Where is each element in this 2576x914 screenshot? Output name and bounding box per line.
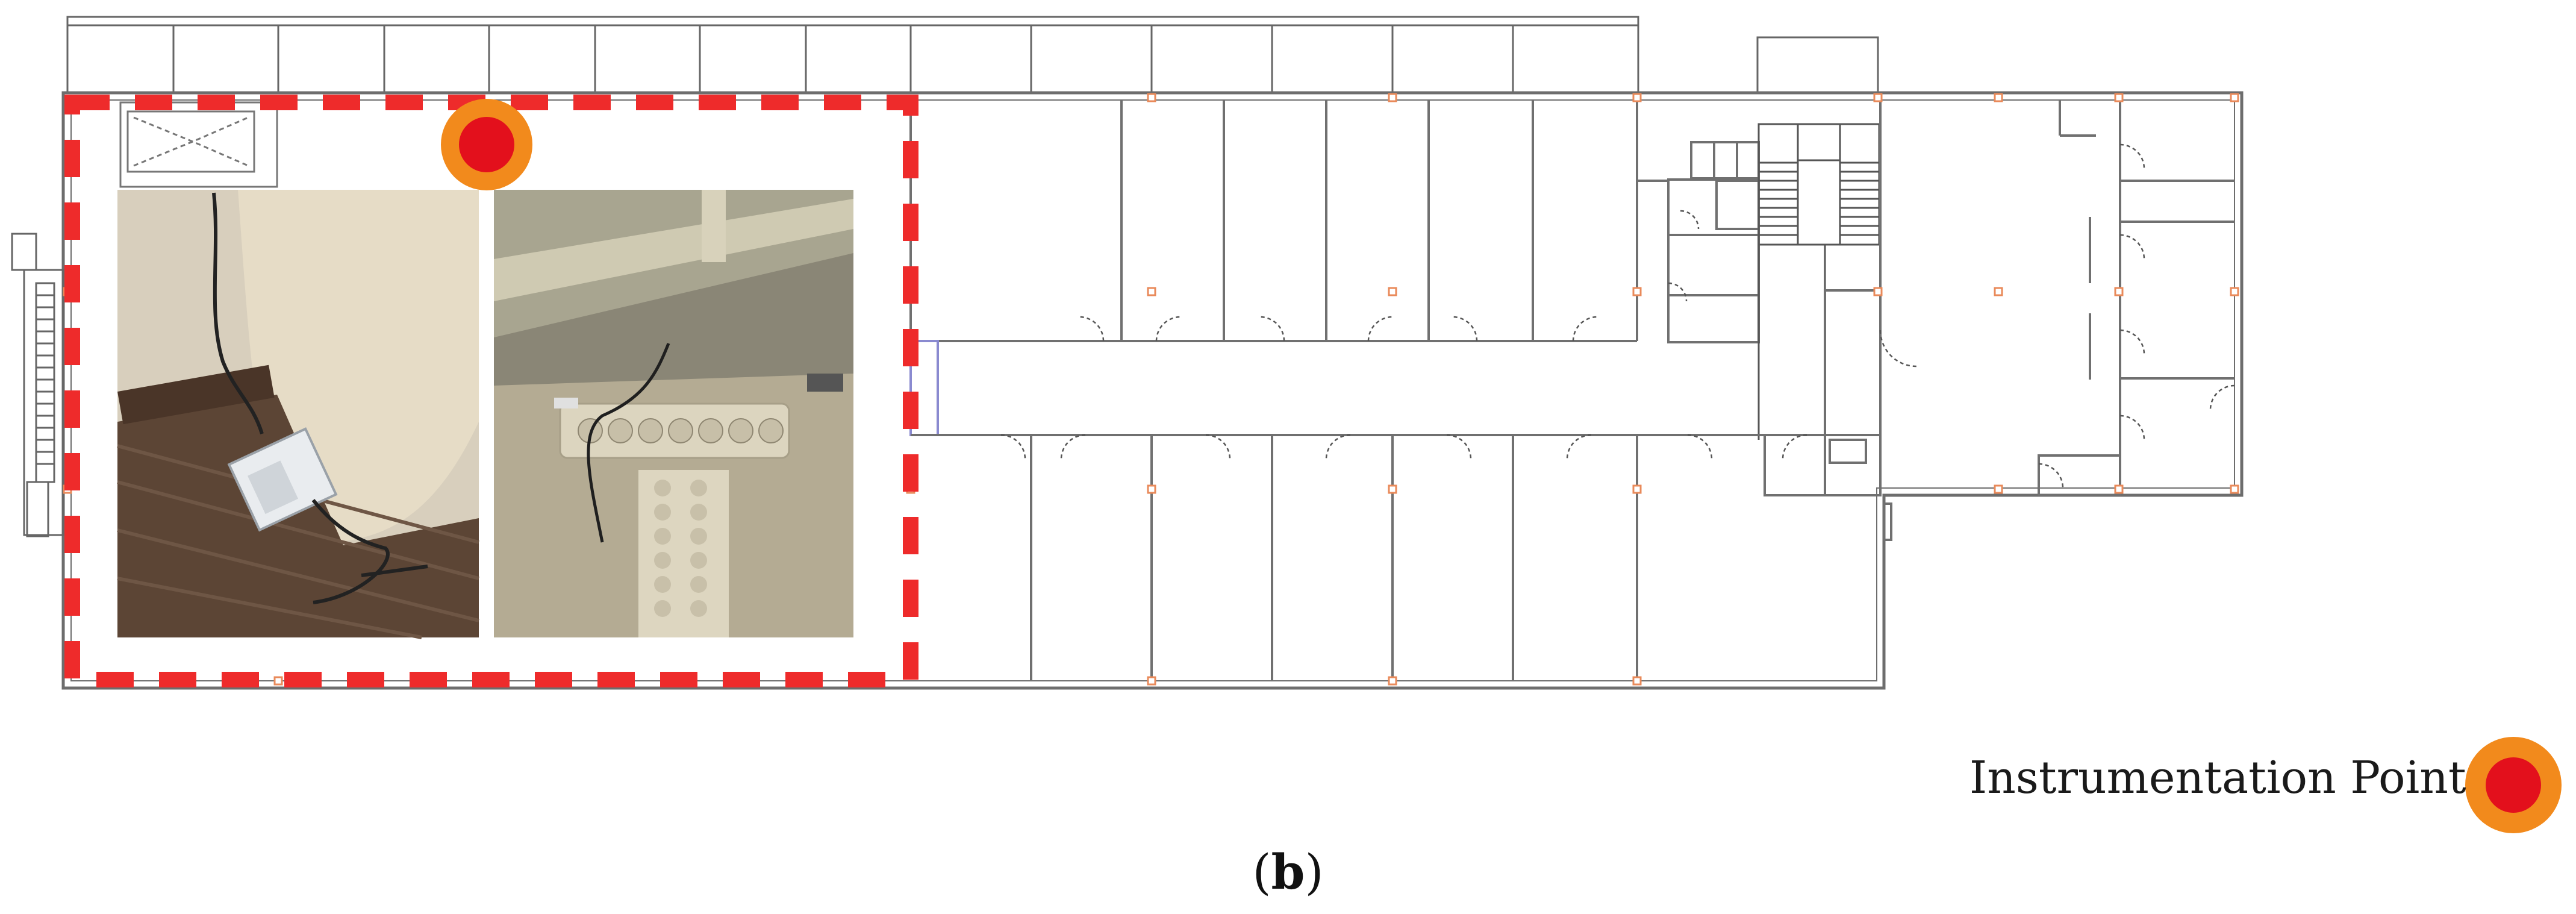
instrumentation-point-marker: [441, 99, 532, 190]
legend-label: Instrumentation Point: [1969, 752, 2466, 804]
central-stair: [1757, 123, 1880, 440]
figure-caption: (b): [0, 844, 2576, 900]
left-stair: [11, 233, 64, 537]
ventilation-unit: [119, 101, 278, 188]
balcony-strip: [66, 16, 1879, 94]
photo-right-details: [494, 190, 853, 637]
legend-marker-icon: [2465, 737, 2562, 833]
right-wing: [1879, 100, 2235, 496]
caption-open-paren: (: [1252, 844, 1271, 900]
highlight-zone-border: [64, 95, 918, 687]
door-swings: [1000, 143, 2235, 489]
caption-close-paren: ): [1305, 844, 1324, 900]
photo-left-details: [117, 190, 479, 639]
upper-rooms: [909, 100, 1760, 343]
corridor: [909, 289, 1882, 496]
caption-letter: b: [1271, 844, 1305, 900]
lower-rooms: [1030, 434, 1892, 681]
